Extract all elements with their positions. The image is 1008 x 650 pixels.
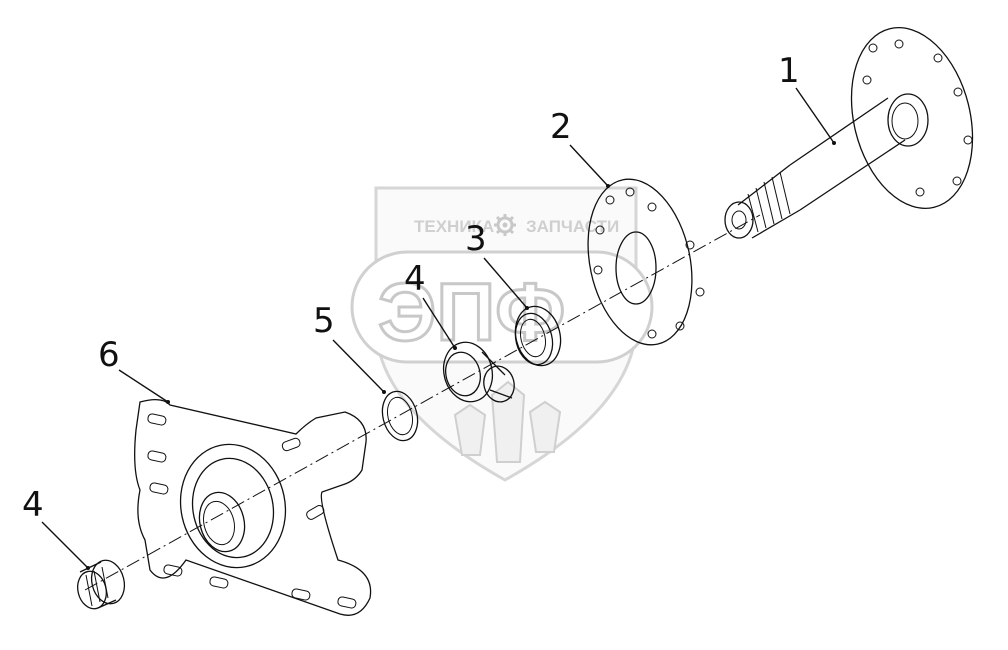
oil-seal <box>514 305 562 367</box>
callout-1: 1 <box>778 51 836 145</box>
callout-2: 2 <box>550 107 610 188</box>
callout-4-inner: 4 <box>404 259 457 350</box>
outer-bearing <box>77 559 126 610</box>
watermark-band <box>350 250 654 364</box>
callout-5: 5 <box>313 301 386 394</box>
callout-label: 6 <box>98 335 120 375</box>
callout-label: 5 <box>313 301 335 341</box>
watermark: ТЕХНИКА ЗАПЧАСТИ ЭПФ <box>350 186 654 482</box>
callout-6: 6 <box>98 335 170 404</box>
gear-icon <box>494 214 516 236</box>
spacer-washer <box>381 390 419 442</box>
callout-3: 3 <box>465 219 529 310</box>
callout-4-outer: 4 <box>22 485 90 570</box>
callout-label: 4 <box>404 259 426 299</box>
watermark-text-right: ЗАПЧАСТИ <box>526 217 619 236</box>
watermark-text-left: ТЕХНИКА <box>414 217 494 236</box>
callout-label: 1 <box>778 51 800 91</box>
callout-label: 4 <box>22 485 44 525</box>
callout-label: 3 <box>465 219 487 259</box>
inner-bearing <box>442 341 515 403</box>
flange-gasket <box>587 178 705 346</box>
wheel-hub <box>134 398 372 616</box>
axle-shaft <box>724 26 974 239</box>
callout-label: 2 <box>550 107 572 147</box>
